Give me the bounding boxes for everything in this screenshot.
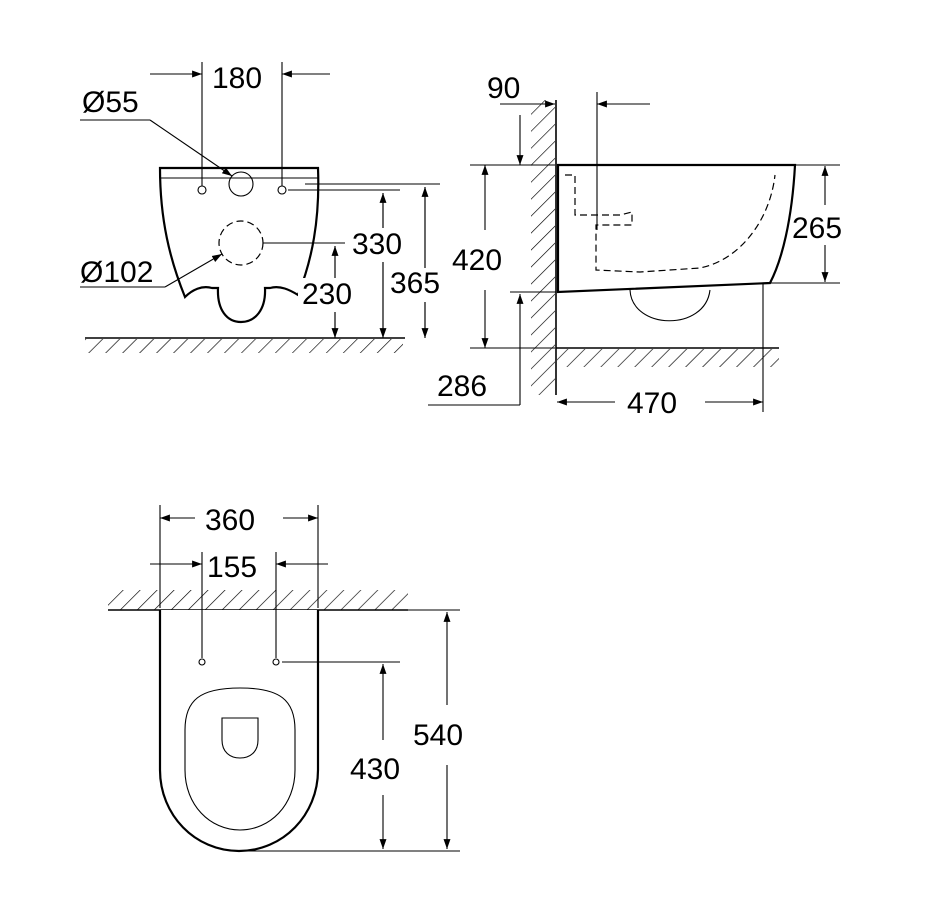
inlet-circle bbox=[228, 171, 254, 197]
dim-365: 365 bbox=[390, 267, 440, 300]
wall-hatch bbox=[108, 590, 408, 610]
floor-hatch bbox=[557, 349, 779, 367]
dim-180: 180 bbox=[212, 62, 262, 95]
toilet-side-outline bbox=[556, 163, 797, 294]
dim-470: 470 bbox=[627, 387, 677, 420]
dim-286: 286 bbox=[437, 370, 487, 403]
dim-430: 430 bbox=[350, 753, 400, 786]
dim-265: 265 bbox=[792, 212, 842, 245]
floor-hatch bbox=[85, 339, 403, 353]
side-view: 90 420 286 265 470 bbox=[428, 72, 842, 420]
dim-540: 540 bbox=[413, 719, 463, 752]
dim-dia-102: Ø102 bbox=[80, 256, 153, 289]
dim-360: 360 bbox=[205, 504, 255, 537]
fixing-hole-left bbox=[198, 658, 206, 666]
seat-outline bbox=[184, 687, 296, 831]
dim-dia-55: Ø55 bbox=[82, 86, 139, 119]
toilet-front-outline bbox=[158, 166, 320, 324]
dim-230: 230 bbox=[302, 278, 352, 311]
dim-155: 155 bbox=[207, 551, 257, 584]
toilet-top-outline bbox=[158, 610, 320, 853]
bowl-curve bbox=[629, 289, 711, 322]
top-view: 360 155 540 430 bbox=[108, 504, 463, 853]
dim-90: 90 bbox=[487, 72, 520, 105]
front-view: 180 Ø55 Ø102 330 230 365 bbox=[80, 62, 452, 353]
hidden-trap-line bbox=[565, 174, 776, 273]
fixing-hole-right bbox=[272, 658, 280, 666]
wall-hatch bbox=[531, 100, 555, 395]
bowl-opening bbox=[221, 717, 259, 759]
dim-330: 330 bbox=[352, 228, 402, 261]
dim-420: 420 bbox=[452, 244, 502, 277]
